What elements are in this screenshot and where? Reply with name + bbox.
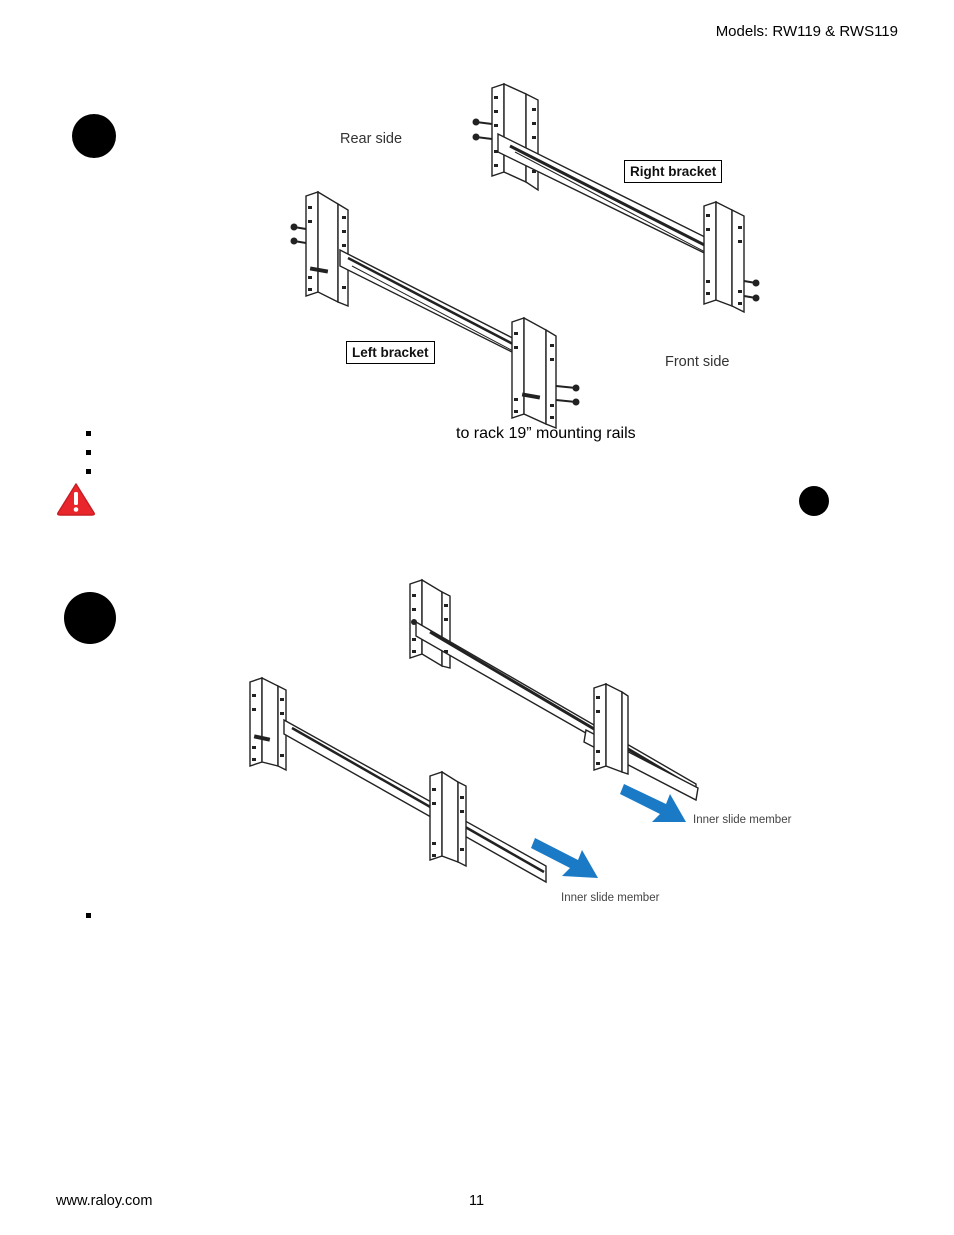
warning-triangle-icon [57, 483, 95, 516]
bullet-2 [86, 450, 91, 455]
front-side-label: Front side [665, 354, 730, 370]
rear-side-label: Rear side [340, 131, 403, 147]
left-bracket-label: Left bracket [346, 341, 435, 364]
rack-rails-diagram-1 [290, 82, 760, 430]
bullet-4 [86, 913, 91, 918]
step-2-marker [64, 592, 116, 644]
inner-slide-label-left: Inner slide member [561, 892, 660, 904]
right-bracket-label: Right bracket [624, 160, 723, 183]
footer-website[interactable]: www.raloy.com [56, 1193, 153, 1209]
rack-rails-diagram-2 [249, 578, 699, 884]
inner-slide-label-right: Inner slide member [693, 814, 792, 826]
bullet-1 [86, 431, 91, 436]
rack-mounting-text: to rack 19” mounting rails [456, 425, 636, 442]
step-1-marker [72, 114, 116, 158]
reference-marker [799, 486, 829, 516]
bullet-3 [86, 469, 91, 474]
footer-page-number: 11 [469, 1193, 485, 1209]
header-models: Models: RW119 & RWS119 [715, 23, 898, 40]
